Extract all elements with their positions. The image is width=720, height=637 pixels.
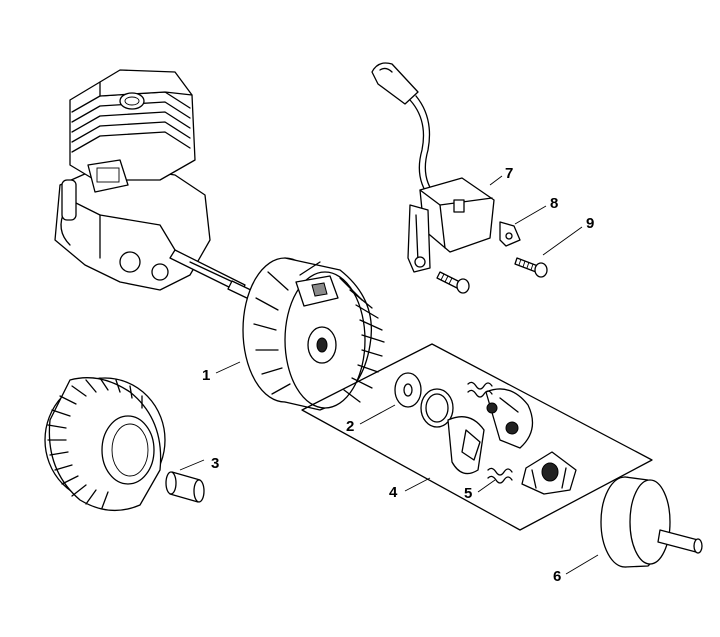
- screw-9: [514, 257, 548, 278]
- flywheel-1: [242, 257, 385, 411]
- callout-2: 2: [346, 418, 354, 435]
- fan-wheel: [44, 377, 166, 512]
- washers-2: [394, 372, 454, 428]
- callout-9: 9: [586, 215, 594, 232]
- callout-labels: 1 2 3 4 5 6 7 8 9: [202, 165, 594, 585]
- flywheel-fins: [253, 261, 385, 403]
- cylinder-fins: [71, 91, 191, 153]
- clutch-drum-6: [600, 476, 703, 568]
- leader-lines: [179, 175, 599, 575]
- clutch-shoes: [447, 388, 534, 475]
- callout-1: 1: [202, 367, 210, 384]
- ignition-screw: [436, 271, 470, 294]
- clutch-kit-frame: [301, 343, 653, 531]
- callout-3: 3: [211, 455, 219, 472]
- callout-7: 7: [505, 165, 513, 182]
- engine-assembly: [54, 69, 256, 301]
- springs-5: [467, 381, 513, 484]
- clutch-carrier: [521, 451, 577, 495]
- ignition-module-7: [371, 62, 495, 294]
- fan-blades: [47, 377, 143, 509]
- callout-8: 8: [550, 195, 558, 212]
- lower-spring: [487, 467, 513, 484]
- sleeve-3: [165, 471, 205, 503]
- callout-4: 4: [389, 484, 398, 501]
- callout-5: 5: [464, 485, 472, 502]
- ground-plate-8: [499, 221, 521, 247]
- callout-6: 6: [553, 568, 561, 585]
- upper-spring: [467, 381, 493, 398]
